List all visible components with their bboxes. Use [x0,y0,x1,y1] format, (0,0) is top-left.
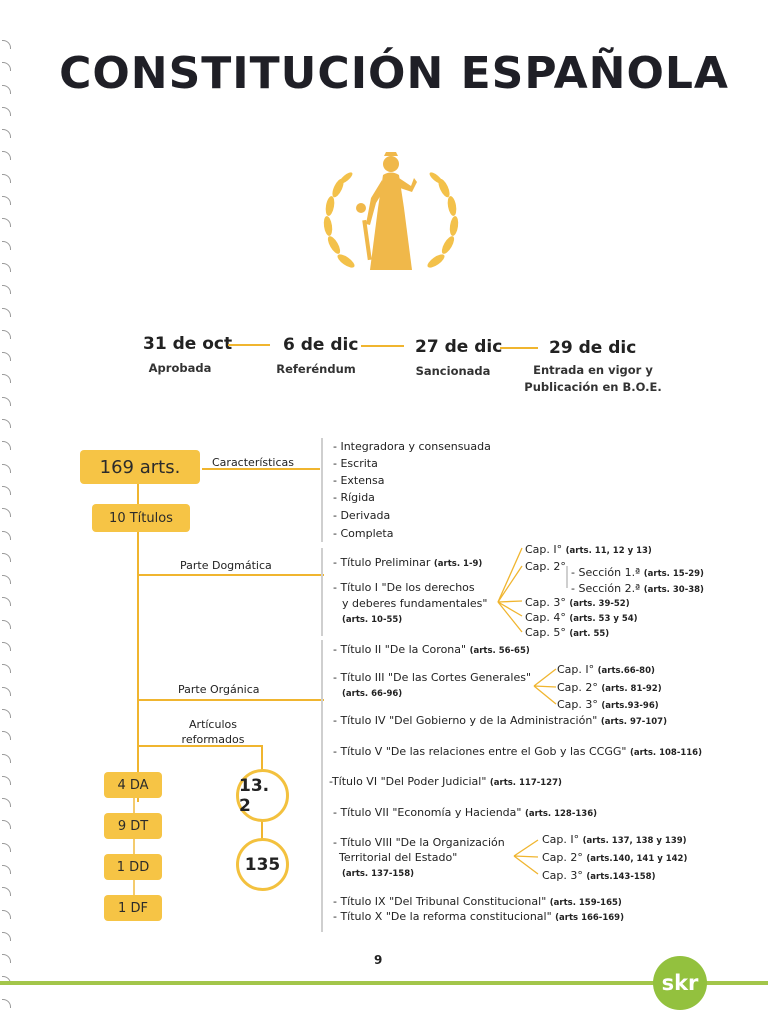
reformados-label: Artículos reformados [181,718,245,746]
arts-count-box: 169 arts. [80,450,200,484]
titulo-v: - Título V "De las relaciones entre el G… [333,745,702,758]
timeline-label-4: Entrada en vigor y Publicación en B.O.E. [524,363,662,394]
connector-line [137,530,139,802]
connector-line [202,468,320,470]
titulo-vi: -Título VI "Del Poder Judicial" (arts. 1… [329,775,562,788]
footer-bar [0,981,768,985]
justice-statue-icon [323,152,459,270]
timeline-label-2: Referéndum [276,362,356,376]
cap-item: Cap. 4° (arts. 53 y 54) [525,611,638,624]
timeline-connector [361,345,404,347]
da-box: 4 DA [104,772,162,798]
cap-item: Cap. 3° (arts.143-158) [542,869,656,882]
connector-line [137,745,262,747]
titulos-box: 10 Títulos [92,504,190,532]
titulo-viii-arts: (arts. 137-158) [342,869,415,879]
caracteristica-item: - Derivada [333,509,391,522]
caracteristica-item: - Rígida [333,491,375,504]
timeline-date-3: 27 de dic [415,337,503,357]
cap-item: Cap. I° (arts.66-80) [557,663,655,676]
spiral-binding [0,40,14,1008]
reformed-article-circle: 135 [236,838,289,891]
titulo-viii-line2: Territorial del Estado" [339,851,458,864]
seccion-item: - Sección 2.ª (arts. 30-38) [571,582,704,595]
titulo-i-line1: - Título I "De los derechos [333,581,475,594]
titulo-i-line2: y deberes fundamentales" [342,597,488,610]
timeline-date-2: 6 de dic [283,335,359,355]
timeline-label-1: Aprobada [148,361,212,375]
connector-line [261,818,263,842]
titulo-iii: - Título III "De las Cortes Generales" [333,671,532,684]
caracteristica-item: - Integradora y consensuada [333,440,491,453]
titulo-ii: - Título II "De la Corona" (arts. 56-65) [333,643,530,656]
connector-line [261,745,263,773]
branch-arrows [513,839,539,875]
bracket-line [566,566,568,588]
organica-label: Parte Orgánica [178,683,260,696]
seccion-item: - Sección 1.ª (arts. 15-29) [571,566,704,579]
connector-line [137,699,324,701]
titulo-preliminar: - Título Preliminar (arts. 1-9) [333,556,483,569]
bracket-line [321,640,323,932]
caracteristica-item: - Completa [333,527,394,540]
cap-item: Cap. 3° (arts. 39-52) [525,596,630,609]
timeline-date-4: 29 de dic [549,338,637,358]
cap-item: Cap. I° (arts. 137, 138 y 139) [542,833,687,846]
df-box: 1 DF [104,895,162,921]
page-number: 9 [374,953,383,967]
bracket-line [321,438,323,542]
titulo-vii: - Título VII "Economía y Hacienda" (arts… [333,806,597,819]
connector-line [137,574,324,576]
skr-logo: skr [653,956,707,1010]
titulo-iii-arts: (arts. 66-96) [342,689,403,699]
timeline-date-1: 31 de oct [143,334,233,354]
bracket-line [321,548,323,636]
titulo-ix: - Título IX "Del Tribunal Constitucional… [333,895,622,908]
cap-item: Cap. I° (arts. 11, 12 y 13) [525,543,652,556]
timeline-label-3: Sancionada [415,364,491,378]
branch-arrows [533,668,557,705]
titulo-x: - Título X "De la reforma constitucional… [333,910,624,923]
cap-item: Cap. 2° [525,560,566,573]
reformed-article-circle: 13. 2 [236,769,289,822]
cap-item: Cap. 3° (arts.93-96) [557,698,659,711]
dd-box: 1 DD [104,854,162,880]
caracteristicas-label: Características [212,456,295,469]
cap-item: Cap. 2° (arts.140, 141 y 142) [542,851,688,864]
cap-item: Cap. 5° (art. 55) [525,626,610,639]
timeline-connector [228,344,270,346]
caracteristica-item: - Escrita [333,457,378,470]
page-title: CONSTITUCIÓN ESPAÑOLA [59,48,729,99]
branch-arrows [497,547,523,633]
cap-item: Cap. 2° (arts. 81-92) [557,681,662,694]
titulo-i-arts: (arts. 10-55) [342,615,403,625]
dogmatica-label: Parte Dogmática [180,559,272,572]
caracteristica-item: - Extensa [333,474,385,487]
titulo-iv: - Título IV "Del Gobierno y de la Admini… [333,714,667,727]
titulo-viii-line1: - Título VIII "De la Organización [333,836,505,849]
dt-box: 9 DT [104,813,162,839]
timeline-connector [500,347,538,349]
